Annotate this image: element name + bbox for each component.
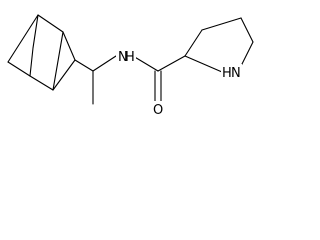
bond-c2-c7	[62, 31, 76, 61]
ring-hydrogen-label: H	[222, 66, 232, 81]
bond-nh-carbonyl	[132, 55, 159, 72]
bond-bridge-upper	[32, 14, 39, 49]
molecule-structure: N H O H N	[7, 14, 254, 118]
structure-canvas: N H O H N	[0, 0, 263, 120]
bond-c4-c5	[7, 61, 31, 77]
pyrrolidine-ring	[184, 17, 254, 73]
bond-c3-c4	[29, 75, 54, 91]
carbonyl-oxygen-label: O	[153, 103, 163, 118]
bond-c1-c2	[37, 14, 64, 33]
bond-c4-c5	[240, 17, 254, 43]
bond-bridge-lower	[29, 47, 34, 77]
amide-nitrogen-label: N	[118, 50, 128, 65]
bond-n-c2	[184, 55, 223, 73]
bond-c3-c4	[201, 17, 242, 31]
bond-ch-nh	[92, 55, 117, 72]
bond-c3-c7	[52, 59, 76, 91]
ring-nitrogen-label: N	[231, 66, 241, 81]
bond-c5-n	[239, 41, 254, 69]
amide-hydrogen-label: H	[125, 50, 135, 65]
bond-carbonyl-ring	[157, 55, 186, 72]
norbornane-group	[7, 14, 76, 91]
bond-c5-c6	[7, 14, 39, 63]
bond-ring-to-ch	[74, 59, 94, 72]
bond-c2-c3	[184, 29, 203, 57]
bond-c2-c3	[52, 31, 64, 91]
